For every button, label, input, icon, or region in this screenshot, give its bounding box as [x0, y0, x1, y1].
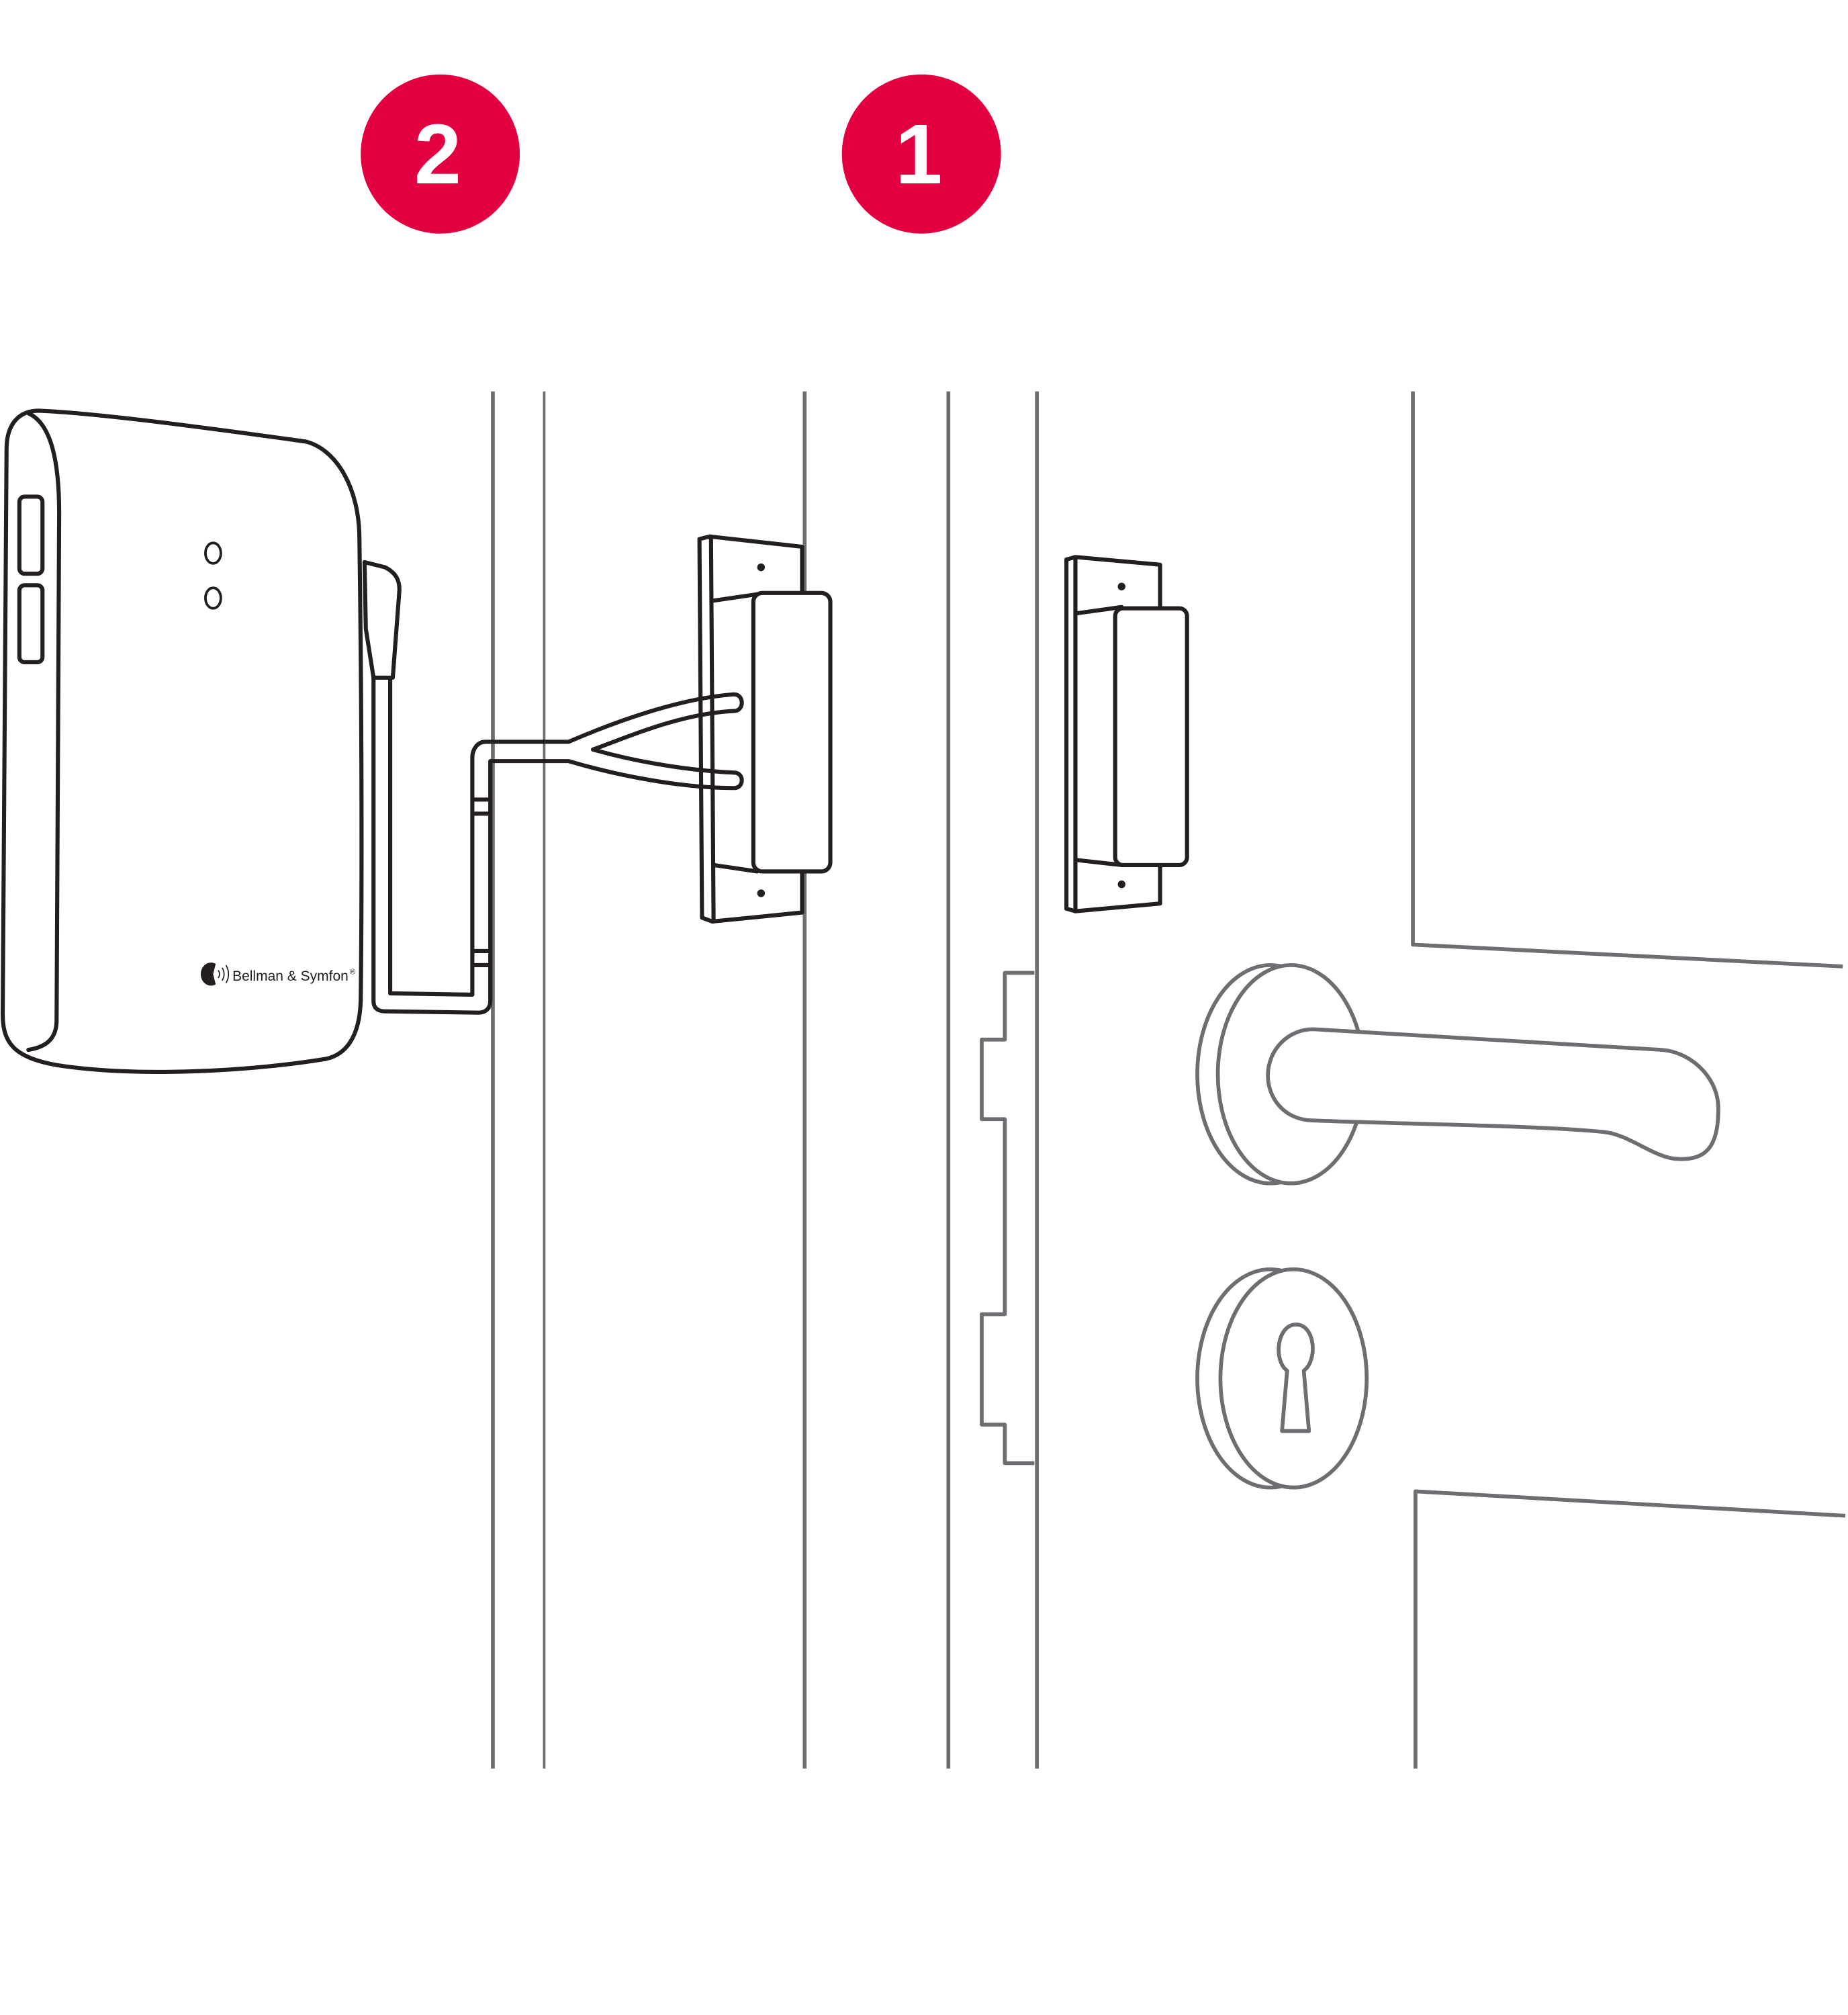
led-indicator — [204, 586, 222, 610]
keyhole-escutcheon — [1195, 1267, 1369, 1490]
brand-wordmark: Bellman & Symfon® — [232, 968, 356, 984]
transmitter-device: Bellman & Symfon® — [0, 408, 402, 1074]
door — [946, 391, 1846, 1769]
door-panel-top — [1411, 391, 1843, 969]
contact-block — [697, 534, 833, 924]
magnet-unit — [1064, 555, 1189, 913]
step-badge-1: 1 — [841, 74, 1001, 234]
latch-plate — [980, 971, 1035, 1466]
brand-name: Bellman & Symfon — [232, 969, 349, 984]
brand-logo: Bellman & Symfon® — [200, 962, 356, 986]
led-indicator — [204, 541, 222, 565]
door-panel-bottom — [1413, 1489, 1846, 1769]
registered-mark: ® — [350, 968, 356, 976]
door-handle — [1195, 963, 1720, 1185]
cable — [371, 665, 744, 1015]
side-button-top — [17, 494, 45, 576]
step-badge-2: 2 — [361, 74, 520, 234]
keyhole-icon — [1277, 1323, 1315, 1433]
step-number: 1 — [895, 107, 942, 202]
step-number: 2 — [414, 107, 461, 202]
side-button-bottom — [17, 583, 45, 665]
